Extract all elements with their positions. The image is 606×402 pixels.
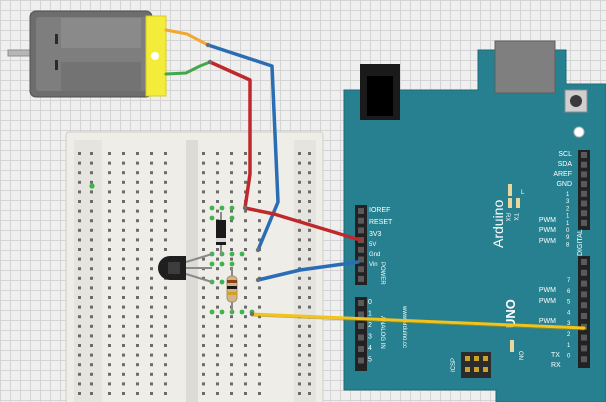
digital-pin-number: 5: [567, 300, 571, 306]
blue-wire-motor: [206, 43, 280, 252]
digital-pin-number: 0: [567, 354, 571, 360]
digital-pin-number: 8: [566, 242, 570, 248]
power-pin-label: 5V: [369, 242, 376, 248]
motor-lead-green: [164, 60, 212, 76]
led-l-label: L: [521, 190, 525, 196]
breadboard-highlight-hole: [89, 183, 95, 189]
digital-pin-number: 2: [567, 332, 571, 338]
digital-pin-label: GND: [556, 181, 572, 188]
power-pin-label: Vin: [369, 262, 378, 268]
component-leg-markers: [209, 205, 255, 315]
digital-pin-number: 1: [566, 214, 570, 220]
pwm-label: PWM: [539, 298, 556, 305]
pwm-label: PWM: [539, 318, 556, 325]
power-label: POWER: [379, 262, 385, 285]
led-l: [508, 184, 512, 196]
digital-pin-number: 2: [566, 206, 570, 212]
led-tx: [508, 198, 512, 208]
analog-pin-label: 1: [368, 311, 372, 318]
digital-pin-number: 9: [566, 235, 570, 241]
pwm-label: PWM: [539, 217, 556, 224]
digital-pin-number: 0: [566, 228, 570, 234]
analog-pin-label: 4: [368, 345, 372, 352]
pwm-label: PWM: [539, 227, 556, 234]
digital-pin-number: 1: [566, 221, 570, 227]
power-pin-label: IOREF: [369, 207, 390, 214]
breadboard-center-channel: [186, 140, 198, 402]
breadboard-holes: [78, 152, 311, 395]
power-pin-label: Gnd: [369, 252, 380, 258]
digital-pin-number: 7: [567, 278, 571, 284]
digital-pin-number: 3: [567, 321, 571, 327]
blue-wire-gnd: [256, 260, 360, 282]
analog-pin-label: 3: [368, 334, 372, 341]
usb-port: [494, 40, 556, 94]
arduino-url: www.arduino.cc: [401, 305, 407, 348]
analog-pin-label: 5: [368, 357, 372, 364]
resistor: [226, 268, 238, 312]
digital-pin-number: 6: [567, 289, 571, 295]
pwm-label: PWM: [539, 238, 556, 245]
uno-text: UNO: [503, 299, 518, 328]
led-rx: [516, 198, 520, 208]
digital-pin-number: 4: [567, 310, 571, 316]
analog-pin-label: 2: [368, 322, 372, 329]
on-label: ON: [517, 351, 523, 360]
digital-pin-label: SCL: [558, 151, 572, 158]
motor-lead-orange: [164, 28, 210, 47]
diode: [216, 212, 226, 256]
tx-label: TX: [551, 352, 560, 359]
digital-pin-number: 1: [567, 343, 571, 349]
wires: [164, 28, 586, 331]
digital-pin-label: AREF: [553, 171, 572, 178]
power-header: [355, 205, 367, 285]
analog-label: ANALOG IN: [379, 316, 385, 349]
analog-pin-label: 0: [368, 299, 372, 306]
icsp-label: ICSP: [451, 358, 457, 372]
dc-motor: [7, 10, 167, 98]
rx-label: RX: [551, 362, 561, 369]
digital-header-top: [578, 150, 590, 230]
red-wire-5v: [243, 206, 362, 242]
red-wire-motor: [208, 60, 252, 210]
arduino-uno-board: Arduino UNO www.arduino.cc POWER ANALOG …: [343, 40, 606, 402]
digital-pin-number: 3: [566, 199, 570, 205]
power-pin-label: 3V3: [369, 231, 382, 238]
pwm-label: PWM: [539, 287, 556, 294]
led-rx-label: RX: [504, 213, 510, 221]
mounting-hole: [573, 126, 585, 138]
arduino-logo-text: Arduino: [490, 200, 506, 248]
icsp-header: [461, 352, 491, 378]
digital-label: DIGITAL: [577, 229, 584, 256]
transistor: [158, 253, 213, 283]
digital-pin-label: SDA: [558, 161, 573, 168]
led-tx-label: TX: [512, 213, 518, 221]
breadboard-power-rail-left: [74, 140, 102, 402]
digital-pin-number: 1: [566, 192, 570, 198]
yellow-wire-pin3: [250, 312, 586, 330]
power-pin-label: RESET: [369, 219, 393, 226]
led-on: [510, 340, 514, 352]
